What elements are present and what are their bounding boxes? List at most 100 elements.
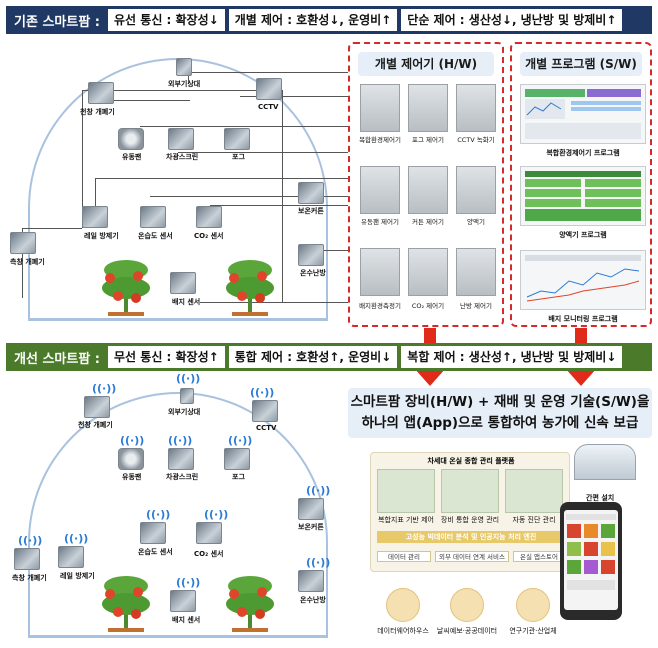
easy-install-label: 간편 설치 [586,494,615,502]
weather-station-label: 외부기상대 [168,80,201,88]
integration-headline: 스마트팜 장비(H/W) + 재배 및 운영 기술(S/W)을 하나의 앱(Ap… [348,388,652,438]
wire [210,205,348,206]
wire [82,90,83,228]
fog-label: 포그 [232,473,245,481]
weather-public-data-icon [450,588,484,622]
sw-program-panel: 개별 프로그램 (S/W) 복합환경제어기 프로그램 양액기 프로그램 배지 모… [510,42,652,327]
shade-screen-label: 차광스크린 [166,473,199,481]
red-arrow-head-icon [565,368,597,386]
improved-smartfarm-banner: 개선 스마트팜 : 무선 통신 : 확장성↑ 통합 제어 : 호환성↑, 운영비… [6,343,652,371]
temp-humid-sensor-image [140,522,166,544]
external-data-chip: 외부 데이터 연계 서비스 [435,551,509,562]
rail-pest-label: 레일 방제기 [84,232,119,240]
wifi-icon: ((·)) [168,434,193,447]
legacy-ground-line [28,318,328,321]
program-screen-image [520,250,646,310]
shade-screen-label: 차광스크린 [166,153,199,161]
legacy-banner-segment-1: 유선 통신 : 확장성↓ [108,9,225,31]
legacy-smartfarm-banner: 기존 스마트팜 : 유선 통신 : 확장성↓ 개별 제어 : 호환성↓, 운영비… [6,6,652,34]
sw-panel-title: 개별 프로그램 (S/W) [520,52,642,76]
wifi-icon: ((·)) [250,386,275,399]
program-table-graphic [525,171,641,221]
cctv-image [256,78,282,100]
platform-tile-image [377,469,435,513]
hot-water-heater-label: 온수난방 [300,596,326,604]
program-label: 배지 모니터링 프로그램 [548,315,618,323]
roof-vent-image [84,396,110,418]
platform-tile-label: 자동 진단 관리 [512,516,556,524]
platform-tile-label: 복합지표 기반 제어 [378,516,434,524]
weather-station-image [176,58,192,76]
app-screen [564,510,618,610]
platform-tile-image [441,469,499,513]
roof-vent-label: 천창 개폐기 [78,421,113,429]
cctv-image [252,400,278,422]
wire [200,302,348,303]
wifi-icon: ((·)) [146,508,171,521]
wire [150,196,348,197]
wifi-icon: ((·)) [306,556,331,569]
program-monitor-graphic [525,255,641,302]
rail-pest-image [82,206,108,228]
device-image [456,84,496,132]
wifi-icon: ((·)) [306,484,331,497]
wire [188,72,348,73]
side-vent-label: 측창 개폐기 [10,258,45,266]
tomato-plant-icon [102,260,150,316]
cctv-label: CCTV [256,424,277,432]
source-label: 연구기관·산업체 [509,627,557,635]
device-image [360,166,400,214]
wifi-icon: ((·)) [64,532,89,545]
hot-water-heater-label: 온수난방 [300,269,326,277]
red-arrow-head-icon [414,368,446,386]
research-institute-icon [516,588,550,622]
device-image [408,84,448,132]
platform-title: 차세대 온실 종합 관리 플랫폼 [427,457,515,465]
program-label: 복합환경제어기 프로그램 [546,149,620,157]
temp-humid-sensor-label: 온습도 센서 [138,232,173,240]
improved-banner-segment-3: 복합 제어 : 생산성↑, 냉난방 및 방제비↓ [401,346,623,368]
device-image [360,248,400,296]
temp-humid-sensor-label: 온습도 센서 [138,548,173,556]
device-label: 복합환경제어기 [359,136,401,144]
source-label: 데이터웨어하우스 [377,627,429,635]
program-screen-image [520,166,646,226]
program-chart-graphic [525,89,641,139]
co2-sensor-label: CO₂ 센서 [194,550,224,558]
platform-tile-image [505,469,563,513]
weather-station-label: 외부기상대 [168,408,201,416]
hot-water-heater-image [298,244,324,266]
headline-line-2: 하나의 앱(App)으로 통합하여 농가에 신속 보급 [361,415,639,431]
media-sensor-image [170,590,196,612]
wire [100,100,190,101]
rail-pest-label: 레일 방제기 [60,572,95,580]
device-label: 배지환경측정기 [359,302,401,310]
weather-station-image [180,388,194,404]
rail-pest-image [58,546,84,568]
media-sensor-image [170,272,196,294]
wire [178,152,348,153]
program-screen-image [520,84,646,144]
cctv-label: CCTV [258,103,279,111]
circulation-fan-label: 유동팬 [122,153,142,161]
roof-vent-image [88,82,114,104]
legacy-banner-segment-2: 개별 제어 : 호환성↓, 운영비↑ [228,9,398,31]
greenhouse-platform: 차세대 온실 종합 관리 플랫폼 복합지표 기반 제어 장비 통합 운영 관리 … [370,452,570,572]
media-sensor-label: 배지 센서 [172,616,201,624]
device-label: 포그 제어기 [412,136,444,144]
device-label: 양액기 [467,218,485,226]
circulation-fan-label: 유동팬 [122,473,142,481]
wire [82,90,282,91]
thermal-curtain-image [298,498,324,520]
co2-sensor-label: CO₂ 센서 [194,232,224,240]
improved-banner-segment-2: 통합 제어 : 호환성↑, 운영비↓ [228,346,398,368]
shade-screen-image [168,128,194,150]
device-label: 커튼 제어기 [412,218,444,226]
wifi-icon: ((·)) [228,434,253,447]
hot-water-heater-image [298,570,324,592]
tomato-plant-icon [226,576,274,632]
shade-screen-image [168,448,194,470]
data-management-chip: 데이터 관리 [377,551,431,562]
device-label: 유동팬 제어기 [361,218,399,226]
wire [320,250,348,251]
